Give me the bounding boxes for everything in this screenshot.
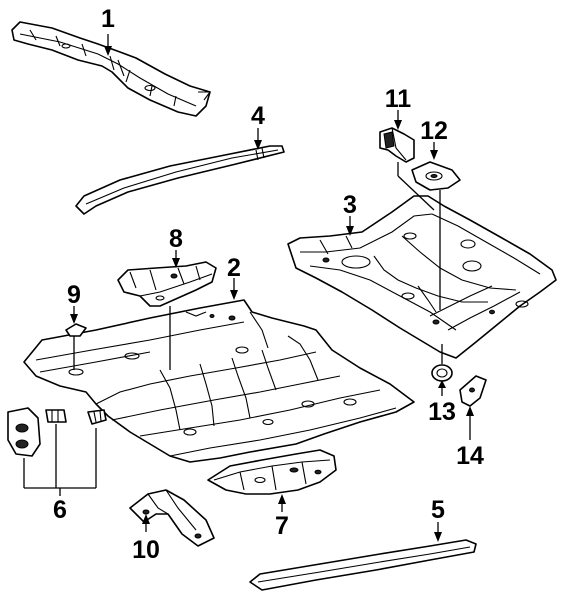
part-3-rear-floor-pan [287,195,557,359]
part-11-bracket [379,127,415,163]
callout-5: 5 [431,496,445,524]
callout-9: 9 [67,281,81,309]
part-6-plugs [7,407,107,457]
callout-1: 1 [101,5,115,33]
part-9-floor-plug [65,323,87,337]
leader-lines [23,34,474,542]
part-10-mounting-bracket [129,489,215,547]
callout-4: 4 [251,102,265,130]
part-12-bracket-plate [411,161,461,191]
callout-13: 13 [428,398,456,426]
part-8-seat-bracket [117,261,217,307]
part-14-small-bracket [459,375,487,407]
part-5-rocker-sill [249,539,477,591]
part-13-rubber-plug [431,364,453,382]
callout-8: 8 [169,225,183,253]
callout-3: 3 [343,191,357,219]
callout-10: 10 [132,536,160,564]
part-2-front-floor-pan [23,299,415,463]
callout-11: 11 [385,85,412,113]
callout-labels: 1 2 3 4 5 6 7 8 9 10 11 12 13 14 [53,5,484,564]
callout-14: 14 [456,442,484,470]
callout-7: 7 [275,512,289,540]
part-4-sill-reinforcement [75,145,285,215]
callout-2: 2 [227,254,241,282]
callout-12: 12 [420,117,448,145]
part-1-crossmember [11,21,212,117]
part-7-front-crossmember [207,449,337,495]
callout-6: 6 [53,496,67,524]
